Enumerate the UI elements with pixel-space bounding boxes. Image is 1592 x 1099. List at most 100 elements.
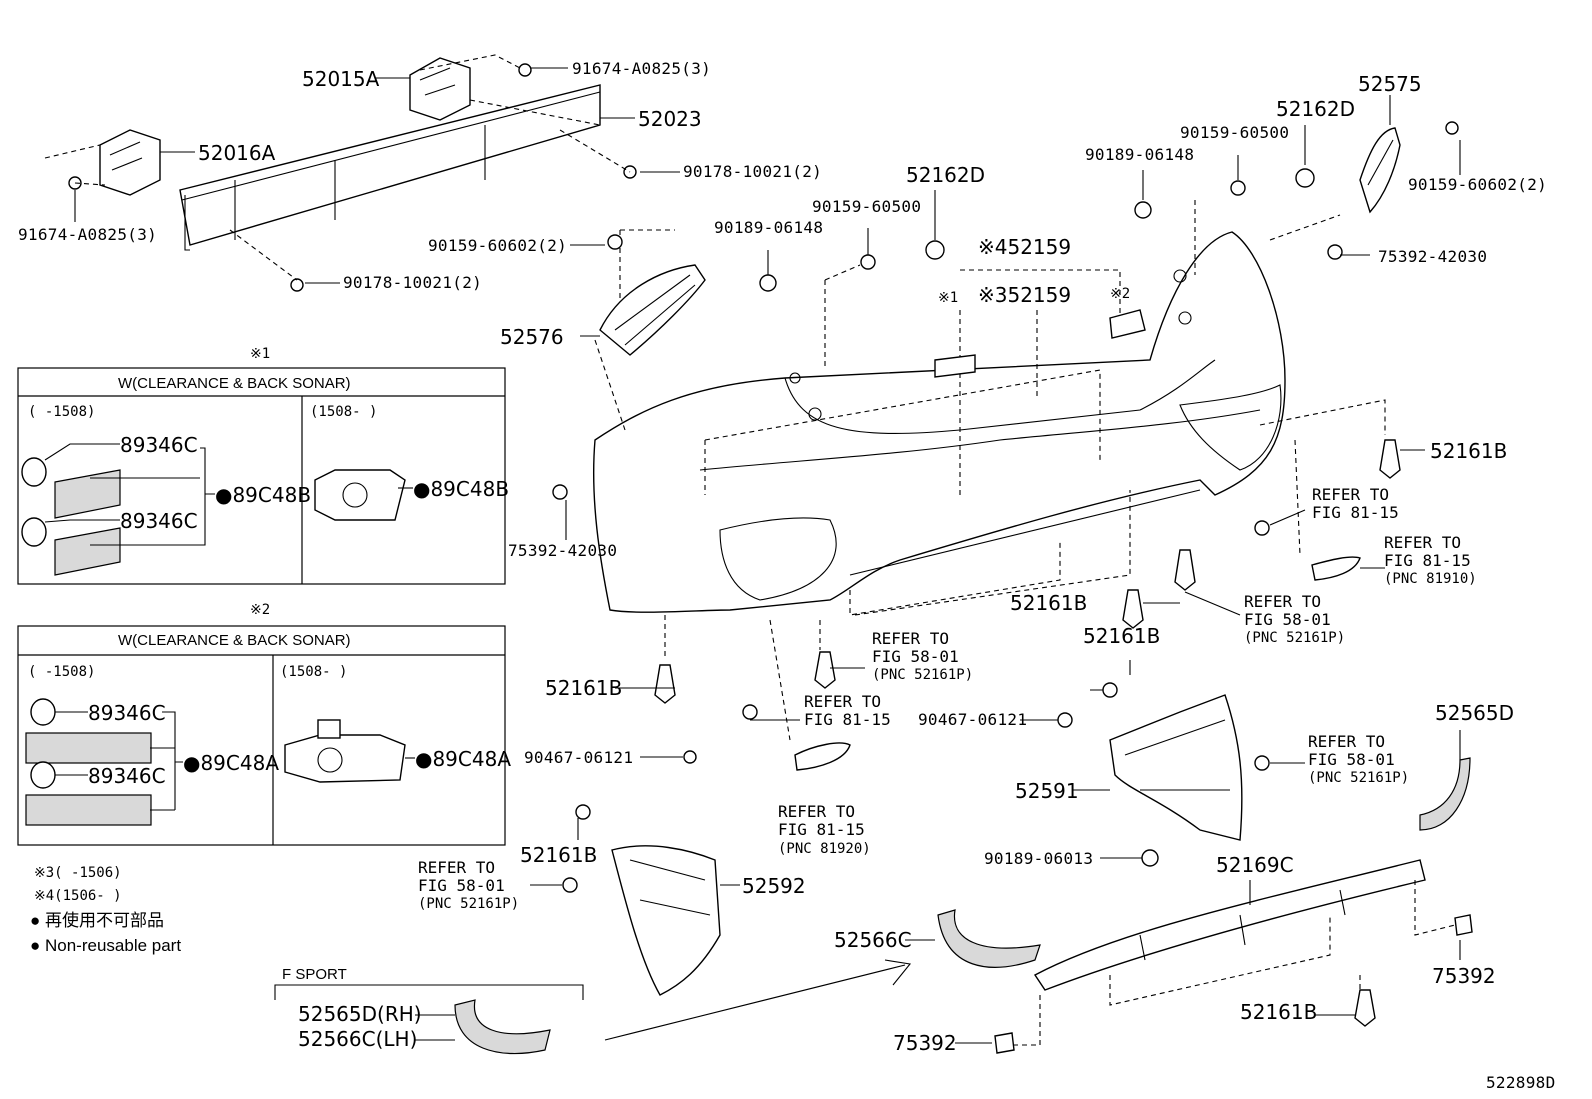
label-mark1: ※1 [938, 290, 958, 306]
box1-part-b: 89346C [120, 509, 198, 533]
rear-bumper-cover [593, 231, 1286, 613]
fsport-rh: 52565D(RH) [298, 1002, 422, 1026]
label-52161B-bottom: 52161B [1240, 1000, 1317, 1024]
box1-header: W(CLEARANCE & BACK SONAR) [118, 375, 351, 392]
label-52016A: 52016A [198, 141, 276, 165]
box1-right-range: (1508- ) [310, 404, 377, 420]
ref-81-15-b-2: FIG 81-15 [1384, 551, 1471, 570]
bracket-52016A [99, 129, 161, 196]
label-90159-500-mid: 90159-60500 [812, 197, 921, 216]
box2-assy-left: ●89C48A [183, 751, 279, 775]
bumper-dash-lines [594, 200, 1386, 741]
sonar-box-2: ※2 W(CLEARANCE & BACK SONAR) ( -1508) (1… [17, 602, 511, 846]
fsport-title: F SPORT [282, 966, 347, 983]
box1-left-range: ( -1508) [28, 404, 95, 420]
label-90189-06013: 90189-06013 [984, 849, 1093, 868]
label-52566C: 52566C [834, 928, 912, 952]
box2-part-a: 89346C [88, 701, 166, 725]
ref-58-01-b-3: (PNC 52161P) [872, 667, 973, 683]
lower-cover-52591 [1109, 694, 1243, 841]
label-52161B-left: 52161B [545, 676, 622, 700]
label-75392-42030-right: 75392-42030 [1378, 247, 1487, 266]
label-52161B-mid: 52161B [1010, 591, 1087, 615]
label-mark2: ※2 [1110, 286, 1130, 302]
label-75392-bottom: 75392 [893, 1031, 957, 1055]
label-90159-602-left: 90159-60602(2) [428, 236, 567, 255]
ref-58-01-b-2: FIG 58-01 [872, 647, 959, 666]
label-52023: 52023 [638, 107, 702, 131]
beam-dash-lines [44, 54, 631, 281]
diffuser-52169C [1012, 859, 1456, 1046]
label-90178-right: 90178-10021(2) [683, 162, 822, 181]
sensor-retainer-52159-a [934, 354, 976, 378]
box2-header: W(CLEARANCE & BACK SONAR) [118, 632, 351, 649]
sensor-retainer-52159-b [1109, 309, 1146, 339]
label-90467-right: 90467-06121 [918, 710, 1027, 729]
side-support-52575 [1359, 127, 1401, 214]
ref-81-15-b-1: REFER TO [1384, 533, 1461, 552]
garnish-52566C [937, 909, 1041, 968]
ref-58-01-c-3: (PNC 52161P) [1308, 770, 1409, 786]
ref-81-15-b-3: (PNC 81910) [1384, 571, 1477, 587]
notes: ※3( -1506) ※4(1506- ) ● 再使用不可部品 ● Non-re… [30, 865, 181, 955]
part-labels: 52015A 91674-A0825(3) 52023 52016A 90178… [18, 59, 1547, 1055]
ref-58-01-c-2: FIG 58-01 [1308, 750, 1395, 769]
side-support-52576 [599, 264, 706, 356]
ref-58-01-a-2: FIG 58-01 [1244, 610, 1331, 629]
note-n4: ※4(1506- ) [34, 888, 122, 904]
label-52565D: 52565D [1435, 701, 1514, 725]
note-n3: ※3( -1506) [34, 865, 122, 881]
label-52161B-right: 52161B [1430, 439, 1507, 463]
label-52015A: 52015A [302, 67, 380, 91]
ref-81-15-c-2: FIG 81-15 [804, 710, 891, 729]
garnish-52565D [1419, 757, 1471, 831]
ref-58-01-d-1: REFER TO [418, 858, 495, 877]
lower-cover-52592 [611, 845, 721, 996]
box1-assy-right: ●89C48B [413, 477, 509, 501]
label-90189-mid: 90189-06148 [714, 218, 823, 237]
ref-81-15-a-1: REFER TO [1312, 485, 1389, 504]
ref-58-01-d-2: FIG 58-01 [418, 876, 505, 895]
box2-left-range: ( -1508) [28, 664, 95, 680]
ref-58-01-a-1: REFER TO [1244, 592, 1321, 611]
box1-mark: ※1 [250, 346, 270, 362]
label-75392-42030-left: 75392-42030 [508, 541, 617, 560]
ref-81-15-a-2: FIG 81-15 [1312, 503, 1399, 522]
box2-right-range: (1508- ) [280, 664, 347, 680]
ref-58-01-d-3: (PNC 52161P) [418, 896, 519, 912]
reinforcement-beam-52023 [179, 84, 601, 251]
label-52159-3: ※352159 [978, 283, 1071, 307]
ref-81-15-d-2: FIG 81-15 [778, 820, 865, 839]
label-52591: 52591 [1015, 779, 1079, 803]
box2-assy-right: ●89C48A [415, 747, 511, 771]
label-90178-bottom: 90178-10021(2) [343, 273, 482, 292]
box1-assy-left: ●89C48B [215, 483, 311, 507]
label-52169C: 52169C [1216, 853, 1294, 877]
label-52592: 52592 [742, 874, 806, 898]
label-75392-right: 75392 [1432, 964, 1496, 988]
ref-58-01-a-3: (PNC 52161P) [1244, 630, 1345, 646]
label-90159-500-right: 90159-60500 [1180, 123, 1289, 142]
note-jp: ● 再使用不可部品 [30, 910, 164, 930]
label-52162D-mid: 52162D [906, 163, 985, 187]
ref-81-15-d-3: (PNC 81920) [778, 841, 871, 857]
label-52576: 52576 [500, 325, 564, 349]
diagram-id: 522898D [1486, 1073, 1556, 1092]
reflector-pieces [794, 556, 1361, 771]
fsport-garnish [274, 959, 912, 1055]
label-90189-right: 90189-06148 [1085, 145, 1194, 164]
ref-81-15-d-1: REFER TO [778, 802, 855, 821]
fastener-icons [552, 121, 1473, 1054]
box2-mark: ※2 [250, 602, 270, 618]
label-90467-left: 90467-06121 [524, 748, 633, 767]
fsport-box: F SPORT 52565D(RH) 52566C(LH) [282, 966, 455, 1051]
box2-part-b: 89346C [88, 764, 166, 788]
ref-58-01-c-1: REFER TO [1308, 732, 1385, 751]
label-52161B-lower: 52161B [520, 843, 597, 867]
label-91674-left: 91674-A0825(3) [18, 225, 157, 244]
bracket-52015A [409, 57, 471, 121]
ref-58-01-b-1: REFER TO [872, 629, 949, 648]
fsport-lh: 52566C(LH) [298, 1027, 417, 1051]
sonar-box-1: ※1 W(CLEARANCE & BACK SONAR) ( -1508) (1… [17, 346, 509, 585]
